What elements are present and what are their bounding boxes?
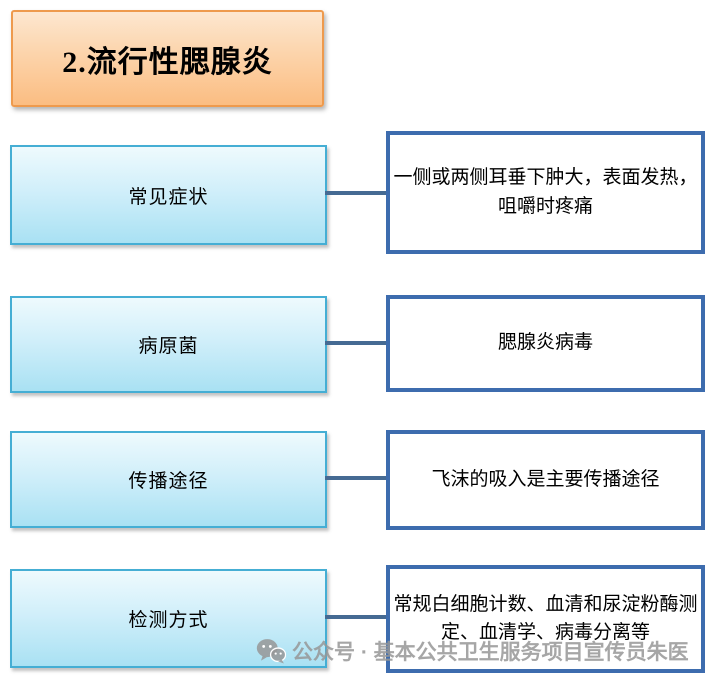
connector-line: [325, 476, 386, 480]
watermark: 公众号 · 基本公共卫生服务项目宣传员朱医: [256, 636, 689, 666]
label-box-common-symptoms: 常见症状: [10, 145, 327, 245]
diagram-title: 2.流行性腮腺炎: [62, 45, 273, 79]
connector-line: [325, 191, 386, 195]
connector-line: [325, 341, 386, 345]
label-box-detection: 检测方式: [10, 569, 327, 668]
desc-box-common-symptoms: 一侧或两侧耳垂下肿大，表面发热，咀嚼时疼痛: [386, 131, 705, 254]
desc-text: 常规白细胞计数、血清和尿淀粉酶测定、血清学、病毒分离等: [393, 593, 698, 644]
desc-box-pathogen: 腮腺炎病毒: [386, 295, 705, 392]
diagram-title-box: 2.流行性腮腺炎: [11, 10, 324, 107]
desc-text: 腮腺炎病毒: [497, 332, 593, 354]
wechat-icon: [256, 638, 286, 664]
label-text: 传播途径: [128, 471, 209, 492]
desc-text: 飞沫的吸入是主要传播途径: [431, 468, 660, 490]
label-box-transmission: 传播途径: [10, 431, 327, 528]
desc-text: 一侧或两侧耳垂下肿大，表面发热，咀嚼时疼痛: [393, 167, 698, 217]
label-text: 常见症状: [128, 186, 209, 208]
watermark-text: 公众号 · 基本公共卫生服务项目宣传员朱医: [292, 641, 689, 664]
desc-box-transmission: 飞沫的吸入是主要传播途径: [386, 430, 705, 530]
label-text: 病原菌: [138, 336, 199, 357]
label-text: 检测方式: [128, 610, 209, 631]
connector-line: [325, 615, 386, 619]
desc-box-detection: 常规白细胞计数、血清和尿淀粉酶测定、血清学、病毒分离等: [386, 565, 705, 673]
label-box-pathogen: 病原菌: [10, 296, 327, 393]
